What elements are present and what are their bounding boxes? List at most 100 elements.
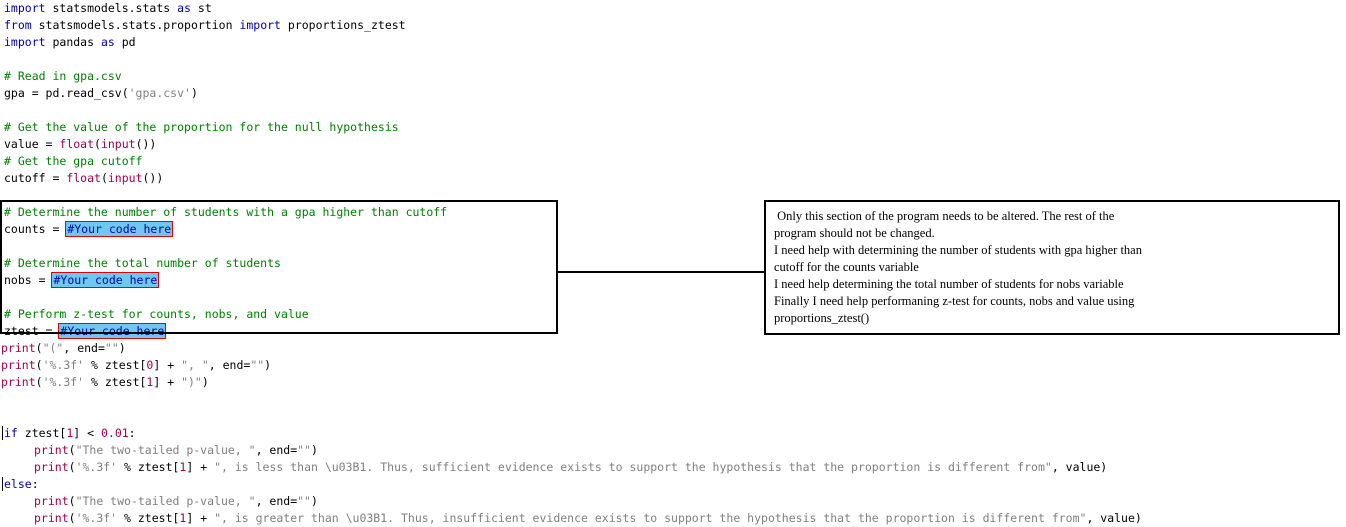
code-line: counts = #Your code here	[4, 221, 174, 238]
code-text: % ztest[	[117, 460, 180, 474]
note-line: I need help with determining the number …	[774, 243, 1142, 257]
code-text: (	[68, 443, 76, 457]
builtin: print	[34, 443, 69, 457]
connector-line	[558, 271, 766, 273]
keyword: as	[177, 1, 191, 15]
code-text: , end=	[208, 358, 251, 372]
code-text: (	[68, 460, 76, 474]
string-literal: ""	[297, 443, 311, 457]
keyword: else	[4, 477, 32, 491]
code-line: cutoff = float(input())	[4, 170, 163, 187]
code-text: ] +	[186, 511, 215, 525]
code-line: print("(", end="")	[1, 340, 126, 357]
editable-section-box	[0, 200, 558, 334]
code-text: % ztest[	[84, 358, 147, 372]
builtin: float	[66, 171, 101, 185]
code-text: ())	[142, 171, 164, 185]
code-text: :	[31, 477, 39, 491]
string-literal: ""	[104, 341, 119, 355]
code-text: ] <	[73, 426, 101, 440]
code-text: statsmodels.stats	[45, 1, 178, 15]
number-literal: 0	[146, 358, 154, 372]
placeholder-code[interactable]: #Your code here	[51, 272, 160, 288]
code-text: (	[35, 375, 43, 389]
code-comment: # Determine the number of students with …	[4, 205, 448, 219]
code-comment: # Read in gpa.csv	[4, 69, 122, 83]
code-line: import pandas as pd	[4, 34, 136, 51]
code-comment: # Get the gpa cutoff	[4, 154, 143, 168]
code-text: , end=	[63, 341, 105, 355]
note-line: Only this section of the program needs t…	[774, 209, 1115, 223]
code-text: cutoff =	[4, 171, 67, 185]
keyword: import	[4, 1, 46, 15]
code-line: else:	[4, 476, 39, 493]
note-line: I need help determining the total number…	[774, 277, 1124, 291]
code-text: (	[68, 511, 76, 525]
code-text: )	[310, 443, 318, 457]
builtin: float	[59, 137, 95, 151]
note-line: Finally I need help performaning z-test …	[774, 294, 1135, 308]
fold-marker	[2, 426, 3, 440]
code-text: gpa = pd.read_csv(	[4, 86, 129, 100]
string-literal: ""	[250, 358, 265, 372]
code-text: , end=	[255, 443, 298, 457]
annotation-note: Only this section of the program needs t…	[764, 200, 1340, 335]
builtin: print	[34, 511, 69, 525]
code-line: print("The two-tailed p-value, ", end=""…	[34, 493, 318, 510]
keyword: from	[4, 18, 32, 32]
code-text: counts =	[4, 222, 67, 236]
keyword: import	[4, 35, 46, 49]
number-literal: 1	[179, 511, 187, 525]
number-literal: 1	[179, 460, 187, 474]
keyword: as	[100, 35, 115, 49]
builtin: print	[1, 341, 36, 355]
code-line: nobs = #Your code here	[4, 272, 160, 289]
code-line: gpa = pd.read_csv('gpa.csv')	[4, 85, 198, 102]
note-line: program should not be changed.	[774, 226, 935, 240]
string-literal: ", "	[181, 358, 209, 372]
code-text: ())	[135, 137, 157, 151]
code-text: (	[35, 358, 43, 372]
code-text: (	[94, 137, 101, 151]
code-text: nobs =	[4, 273, 53, 287]
note-line: proportions_ztest()	[774, 311, 870, 325]
code-text: ] +	[153, 375, 182, 389]
code-text: (	[35, 341, 43, 355]
string-literal: "The two-tailed p-value, "	[75, 443, 256, 457]
code-comment: # Determine the total number of students	[4, 256, 281, 270]
code-text: :	[128, 426, 136, 440]
code-text: )	[264, 358, 272, 372]
code-text: statsmodels.stats.proportion	[31, 18, 240, 32]
code-comment: # Get the value of the proportion for th…	[4, 120, 399, 134]
code-text: value =	[4, 137, 60, 151]
string-literal: ", is less than \u03B1. Thus, sufficient…	[214, 460, 1052, 474]
code-text: , end=	[255, 494, 298, 508]
code-text: proportions_ztest	[280, 18, 406, 32]
code-text: ] +	[153, 358, 182, 372]
string-literal: '%.3f'	[42, 358, 85, 372]
code-line: from statsmodels.stats.proportion import…	[4, 17, 406, 34]
code-line: print("The two-tailed p-value, ", end=""…	[34, 442, 318, 459]
code-line: import statsmodels.stats as st	[4, 0, 212, 17]
code-line: print('%.3f' % ztest[1] + ", is less tha…	[34, 459, 1107, 476]
code-text: (	[68, 494, 76, 508]
code-text: , value)	[1051, 460, 1108, 474]
string-literal: '%.3f'	[75, 511, 118, 525]
code-line: print('%.3f' % ztest[1] + ", is greater …	[34, 510, 1142, 527]
code-text: % ztest[	[117, 511, 180, 525]
builtin: print	[34, 494, 69, 508]
builtin: print	[1, 358, 36, 372]
string-literal: ""	[297, 494, 311, 508]
code-line: ztest = #Your code here	[4, 323, 167, 340]
code-comment: # Perform z-test for counts, nobs, and v…	[4, 307, 309, 321]
string-literal: 'gpa.csv'	[128, 86, 191, 100]
code-text: , value)	[1086, 511, 1142, 525]
string-literal: "("	[42, 341, 64, 355]
string-literal: ", is greater than \u03B1. Thus, insuffi…	[214, 511, 1087, 525]
code-text: ztest =	[4, 324, 60, 338]
string-literal: '%.3f'	[42, 375, 85, 389]
code-text: )	[118, 341, 126, 355]
placeholder-code[interactable]: #Your code here	[58, 323, 167, 339]
placeholder-code[interactable]: #Your code here	[65, 221, 174, 237]
keyword: if	[4, 426, 18, 440]
